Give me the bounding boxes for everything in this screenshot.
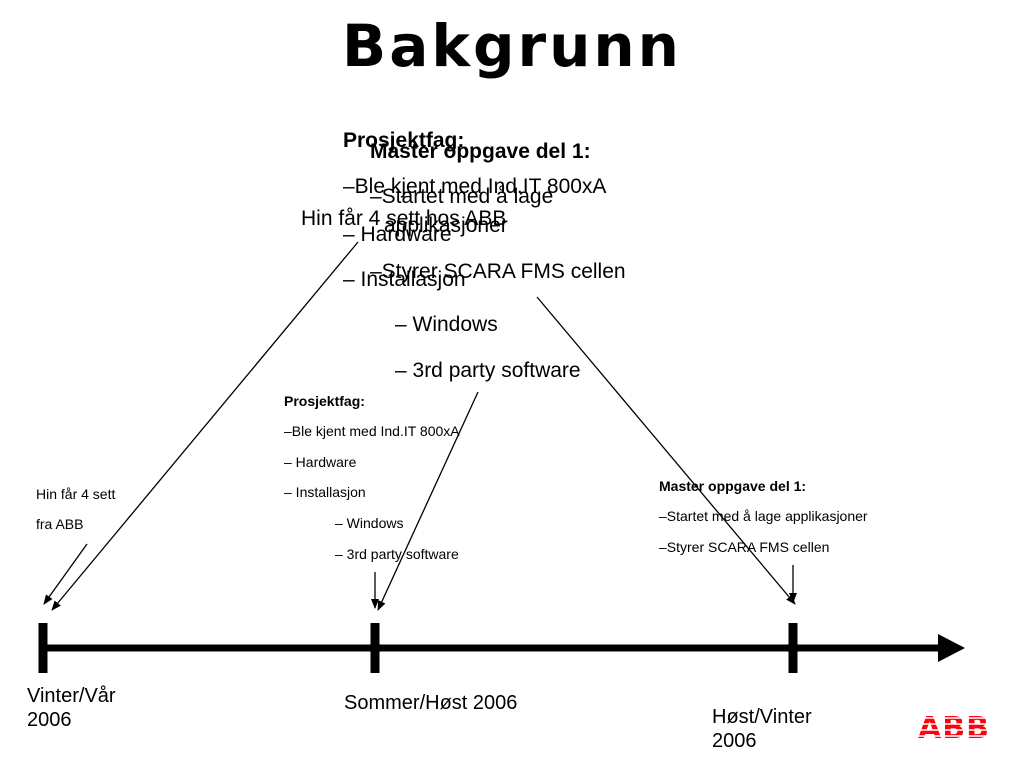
master-note-item: –Startet med å lage applikasjoner xyxy=(659,508,868,524)
arrow-line xyxy=(43,543,88,605)
arrow-line xyxy=(536,296,796,605)
overlay-sub-item: – 3rd party software xyxy=(395,359,581,382)
prosjekt-note-item: –Ble kjent med Ind.IT 800xA xyxy=(284,423,460,439)
overlay-master-title: Master oppgave del 1: xyxy=(370,140,591,163)
hin-note-line: fra ABB xyxy=(36,516,84,532)
master-note-title: Master oppgave del 1: xyxy=(659,478,807,494)
overlay-prosjekt-item: –Ble kjent med Ind.IT 800xA xyxy=(343,175,607,198)
overlay-prosjekt-title: Prosjektfag: xyxy=(343,129,465,152)
timeline-label: Høst/Vinter 2006 xyxy=(712,706,812,752)
prosjekt-note-title: Prosjektfag: xyxy=(284,393,365,409)
overlay-master-item: –Styrer SCARA FMS cellen xyxy=(370,260,626,283)
slide-title: Bakgrunn xyxy=(342,12,682,80)
overlay-prosjekt-item: – Hardware xyxy=(343,223,452,246)
overlay-prosjekt-item: – Installasjon xyxy=(343,268,466,291)
timeline-label: Vinter/Vår 2006 xyxy=(27,685,116,731)
timeline-arrowhead xyxy=(938,634,965,662)
overlay-master-item: –Startet med å lage xyxy=(370,185,554,208)
prosjekt-note-item: – Installasjon xyxy=(284,484,366,500)
arrow-line xyxy=(377,391,479,611)
overlay-hin-text: Hin får 4 sett hos ABB xyxy=(301,207,507,230)
abb-logo: ABB xyxy=(906,711,1002,742)
overlay-master-item: applikasjoner xyxy=(384,214,508,237)
timeline-label: Sommer/Høst 2006 xyxy=(344,692,518,714)
hin-note-line: Hin får 4 sett xyxy=(36,486,116,502)
arrow-line xyxy=(51,241,359,611)
overlay-sub-item: – Windows xyxy=(395,313,498,336)
prosjekt-note-item: – Hardware xyxy=(284,454,357,470)
master-note-item: –Styrer SCARA FMS cellen xyxy=(659,539,830,555)
abb-logo-text: ABB xyxy=(918,711,990,742)
prosjekt-note-subitem: – 3rd party software xyxy=(335,546,459,562)
prosjekt-note-subitem: – Windows xyxy=(335,515,404,531)
